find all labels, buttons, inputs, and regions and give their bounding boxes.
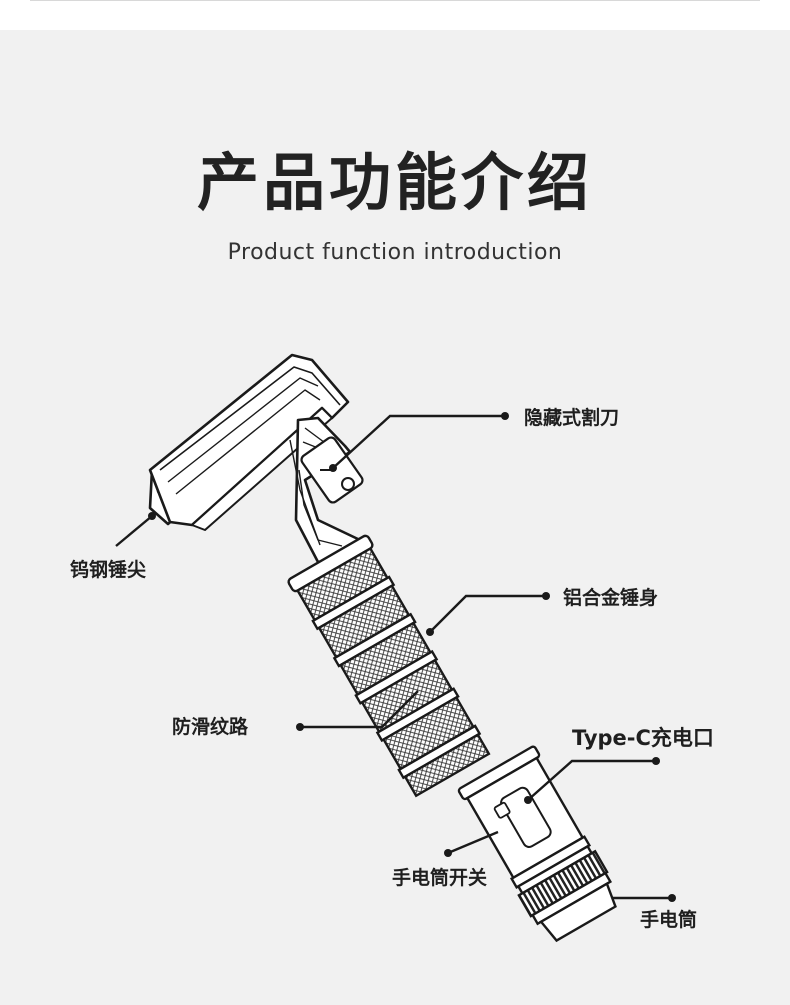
callout-dot-aluminum-body [542,592,550,600]
callout-line-typec [527,759,656,801]
page-subtitle: Product function introduction [227,240,563,265]
callout-line-flashlight-switch [447,830,499,855]
page-title: 产品功能介绍 [196,146,593,219]
callout-anchor-hidden-cutter [329,464,337,472]
callout-dot-tungsten-tip [148,512,156,520]
flashlight-tube [457,745,617,943]
content-panel [0,30,790,1005]
label-tungsten-tip: 钨钢锤尖 [70,559,147,581]
callout-dot-anti-slip [296,723,304,731]
callout-anchor-aluminum-body [426,628,434,636]
typec-port [500,786,552,848]
top-strip [0,0,790,30]
callout-line-aluminum-body [429,594,546,633]
label-aluminum-body: 铝合金锤身 [563,587,659,609]
flashlight-switch [493,801,511,819]
callout-dot-typec [652,757,660,765]
label-hidden-cutter: 隐藏式割刀 [524,407,620,429]
callout-dot-flashlight-switch [444,849,452,857]
callout-lines [115,412,676,902]
callout-line-hidden-cutter [332,414,505,469]
callout-anchor-typec [524,796,532,804]
callout-dot-flashlight [668,894,676,902]
callout-line-tungsten-tip [115,515,153,547]
label-typec-port: Type-C充电口 [572,726,714,750]
hammer-head [148,353,364,564]
callout-line-anti-slip [300,690,419,729]
anti-slip-grip [287,534,491,798]
label-flashlight: 手电筒 [640,909,698,931]
label-anti-slip: 防滑纹路 [172,716,249,738]
label-flashlight-switch: 手电筒开关 [392,867,488,889]
callout-dot-hidden-cutter [501,412,509,420]
top-divider [30,0,760,1]
